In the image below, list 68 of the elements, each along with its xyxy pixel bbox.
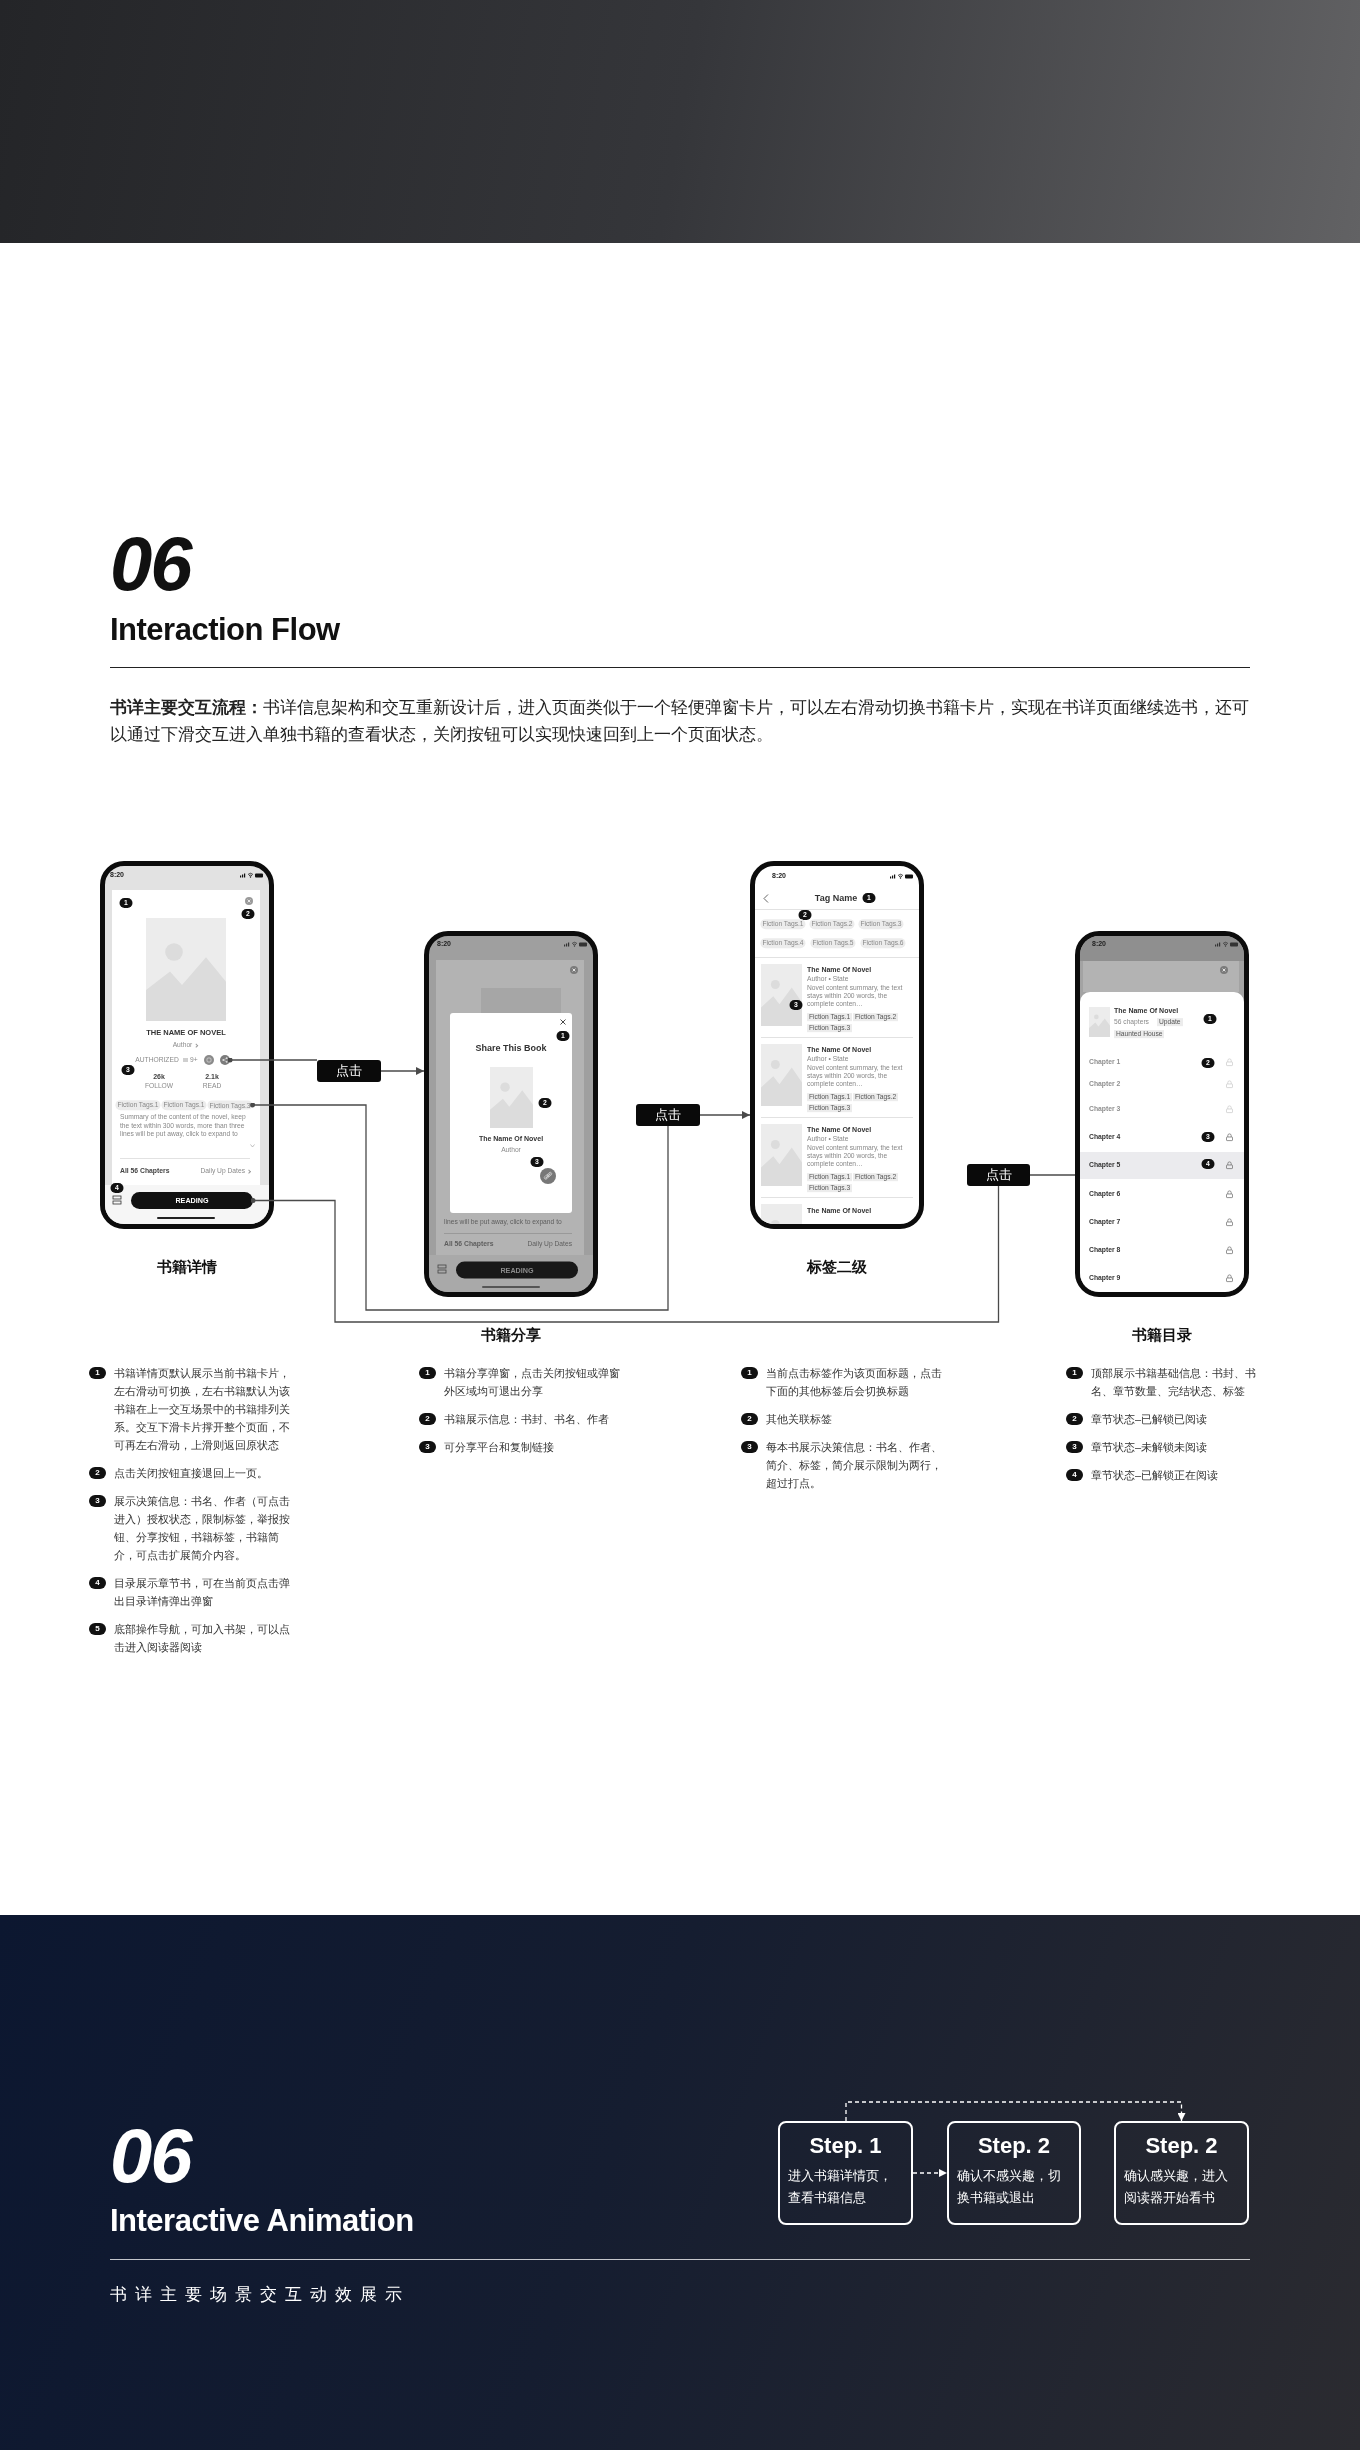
note-text: 当前点击标签作为该页面标题，点击下面的其他标签后会切换标题 [766,1366,943,1399]
action-label: 点击 [967,1164,1030,1186]
action-label: 点击 [636,1104,700,1126]
callout-number: 2 [419,1413,436,1425]
note-text: 顶部展示书籍基础信息：书封、书名、章节数量、完结状态、标签 [1091,1366,1257,1399]
section-number: 06 [110,520,191,608]
callout-number: 2 [89,1467,106,1479]
step-description: 进入书籍详情页，查看书籍信息 [788,2167,893,2207]
callout-number: 2 [1066,1413,1083,1425]
note-text: 书籍分享弹窗，点击关闭按钮或弹窗外区域均可退出分享 [444,1366,621,1399]
callout-number: 3 [419,1441,436,1453]
note-text: 书籍详情页默认展示当前书籍卡片，左右滑动可切换，左右书籍默认为该书籍在上一交互场景中的书籍排列关系。交互下滑卡片撑开整个页面，不可再左右滑动，上滑则返回原状态 [114,1366,291,1453]
screen-caption: 书籍详情 [157,1257,217,1277]
callout-number: 1 [89,1367,106,1379]
step-card [1114,2121,1249,2225]
arrow [845,2101,1186,2122]
page-title: Tag Name [814,892,858,904]
action-label: 点击 [317,1060,381,1082]
step-title: Step. 1 [808,2132,883,2160]
step-card [947,2121,1081,2225]
phone-mockup [1075,931,1249,1297]
section-number: 06 [110,2112,191,2200]
step-description: 确认感兴趣，进入阅读器开始看书 [1124,2167,1229,2207]
step-card [778,2121,913,2225]
callout-number: 4 [89,1577,106,1589]
connector-line [227,1057,318,1063]
connector-line [250,1185,1000,1323]
note-text: 书籍展示信息：书封、书名、作者 [444,1412,610,1427]
callout-number: 2 [741,1413,758,1425]
connector-line [250,1102,669,1311]
note-text: 其他关联标签 [766,1412,833,1427]
section-title: Interactive Animation [110,2203,414,2239]
callout-number: 1 [419,1367,436,1379]
arrow [912,2169,948,2177]
callout-number: 3 [1066,1441,1083,1453]
callout-number: 4 [1066,1469,1083,1481]
screen-caption: 标签二级 [807,1257,867,1277]
share-button [220,1055,230,1065]
step-title: Step. 2 [976,2132,1052,2160]
callout-number: 3 [89,1495,106,1507]
arrow [380,1067,425,1075]
phone-mockup [100,861,274,1229]
screen-caption: 书籍目录 [1132,1325,1192,1345]
note-text: 点击关闭按钮直接退回上一页。 [114,1466,269,1481]
callout-number: 1 [1066,1367,1083,1379]
note-text: 每本书展示决策信息：书名、作者、简介、标签，简介展示限制为两行，超过打点。 [766,1440,943,1491]
note-text: 展示决策信息：书名、作者（可点击进入）授权状态，限制标签，举报按钮、分享按钮，书籍标签，书籍简介，可点击扩展简介内容。 [114,1494,291,1563]
screen-caption: 书籍分享 [481,1325,541,1345]
intro-paragraph: 书详主要交互流程：书详信息架构和交互重新设计后，进入页面类似于一个轻便弹窗卡片，可以左右滑动切换书籍卡片，实现在书详页面继续选书，还可以通过下滑交互进入单独书籍的查看状态，关闭按钮可以实现快速回到上一个页面状态。 [110,697,1250,746]
popup-title: Share This Book [475,1042,547,1054]
note-text: 可分享平台和复制链接 [444,1440,555,1455]
share-popup [450,1013,572,1213]
note-text: 目录展示章节书，可在当前页点击弹出目录详情弹出弹窗 [114,1576,291,1609]
step-title: Step. 2 [1144,2132,1219,2160]
callout-number: 1 [741,1367,758,1379]
callout-number: 3 [741,1441,758,1453]
connector-line [1029,1174,1076,1176]
section-subtitle: 书详主要场景交互动效展示 [110,2285,410,2305]
note-text: 底部操作导航，可加入书架，可以点击进入阅读器阅读 [114,1622,291,1655]
phone-mockup [424,931,598,1297]
phone-mockup [750,861,924,1229]
note-text: 章节状态–未解锁未阅读 [1091,1440,1209,1455]
callout-number: 5 [89,1623,106,1635]
arrow [699,1111,751,1119]
note-text: 章节状态–已解锁正在阅读 [1091,1468,1220,1483]
step-description: 确认不感兴趣，切换书籍或退出 [957,2167,1062,2207]
note-text: 章节状态–已解锁已阅读 [1091,1412,1209,1427]
section-title: Interaction Flow [110,612,340,648]
